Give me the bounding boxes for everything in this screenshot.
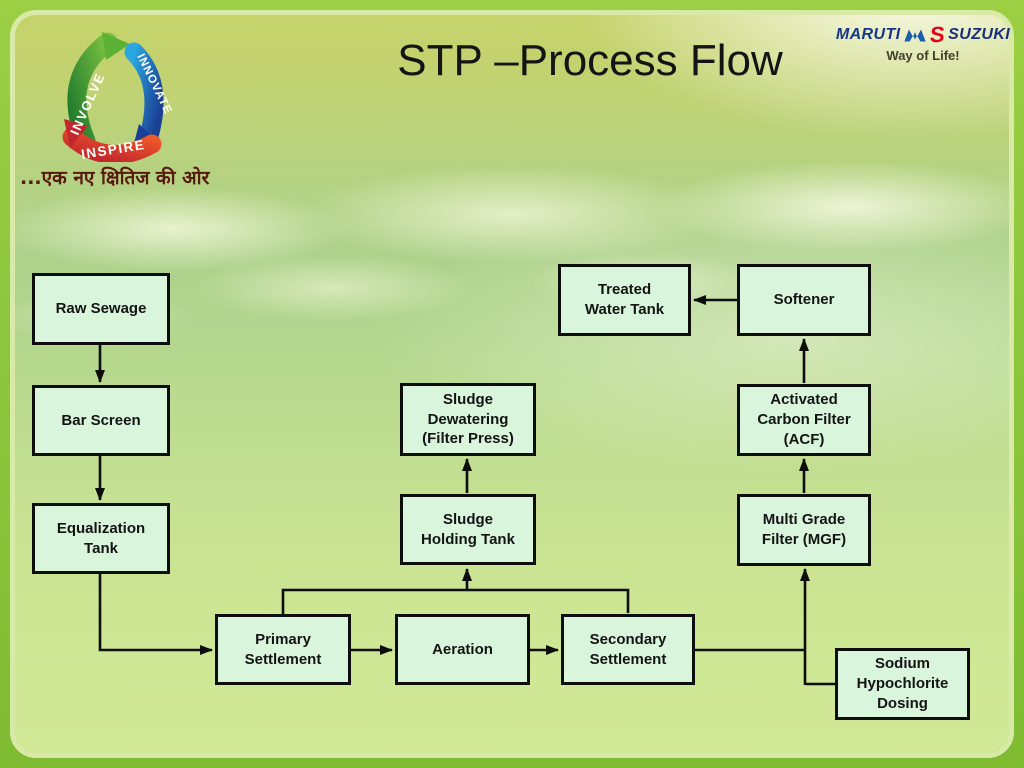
node-raw-sewage: Raw Sewage [32,273,170,345]
node-secondary-settlement: Secondary Settlement [561,614,695,685]
node-aeration: Aeration [395,614,530,685]
maruti-suzuki-logo: MARUTI S SUZUKI Way of Life! [834,22,1012,63]
node-bar-screen: Bar Screen [32,385,170,456]
logo-tagline: ...एक नए क्षितिज की ओर [20,167,210,189]
logo-orange-arrowhead [64,119,88,148]
node-sodium-hypochlorite-dosing: Sodium Hypochlorite Dosing [835,648,970,720]
involve-innovate-inspire-logo: INVOLVE INNOVATE INSPIRE [62,32,174,162]
node-sludge-holding-tank: Sludge Holding Tank [400,494,536,565]
maruti-wings-icon [904,29,927,41]
logo-blue-arm [124,42,164,146]
page-title: STP –Process Flow [397,36,783,85]
suzuki-s-icon: S [929,22,947,47]
node-equalization-tank: Equalization Tank [32,503,170,574]
node-activated-carbon-filter: Activated Carbon Filter (ACF) [737,384,871,456]
node-primary-settlement: Primary Settlement [215,614,351,685]
node-multi-grade-filter: Multi Grade Filter (MGF) [737,494,871,566]
way-of-life-slogan: Way of Life! [886,48,960,63]
maruti-suzuki-row: MARUTI S SUZUKI [834,22,1012,47]
suzuki-wordmark: SUZUKI [948,26,1011,43]
node-treated-water-tank: Treated Water Tank [558,264,691,336]
node-softener: Softener [737,264,871,336]
arrow-equalization-primary [98,574,213,655]
logo-orange-arm [62,127,162,162]
logo-green-arrowhead [102,32,130,60]
node-sludge-dewatering: Sludge Dewatering (Filter Press) [400,383,536,456]
maruti-wordmark: MARUTI [835,26,901,43]
line-sludge-collection [281,588,630,614]
